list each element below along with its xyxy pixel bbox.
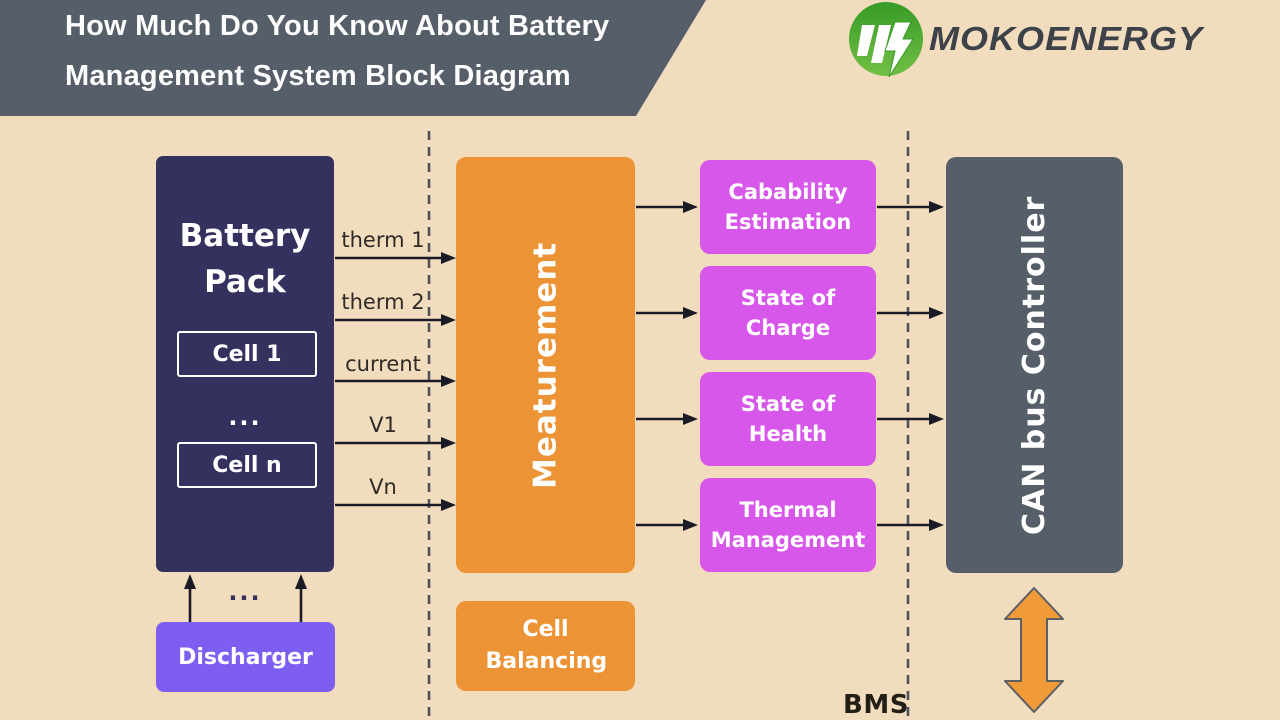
cell-1-box: Cell 1 — [177, 331, 317, 377]
logo-wordmark: MOKOENERGY — [929, 20, 1203, 59]
lightning-m-icon — [849, 2, 923, 78]
state-of-charge-block: State of Charge — [700, 266, 876, 360]
measurement-label: Meaturement — [527, 241, 564, 489]
page-title-line1: How Much Do You Know About Battery — [65, 10, 610, 42]
thermal-management-label: Thermal Management — [710, 498, 866, 552]
moko-energy-logo: MOKOENERGY — [849, 1, 1209, 78]
capability-estimation-block: Cabability Estimation — [700, 160, 876, 254]
logo-word-energy: ENERGY — [1045, 19, 1204, 58]
discharger-ellipsis: ... — [228, 578, 262, 606]
battery-pack-title: Battery Pack — [179, 218, 311, 300]
signal-label-v1: V1 — [369, 413, 397, 437]
can-bus-controller-block: CAN bus Controller — [946, 157, 1123, 573]
signal-label-therm1: therm 1 — [341, 228, 425, 252]
cell-balancing-block: Cell Balancing — [456, 601, 635, 691]
battery-cells-ellipsis: ... — [228, 403, 262, 431]
measurement-block: Meaturement — [456, 157, 635, 573]
discharger-block: Discharger — [156, 622, 335, 692]
page-title-line2: Management System Block Diagram — [65, 60, 571, 92]
state-of-health-label: State of Health — [740, 392, 836, 446]
signal-label-current: current — [345, 352, 421, 376]
thermal-management-block: Thermal Management — [700, 478, 876, 572]
state-of-charge-label: State of Charge — [740, 286, 836, 340]
state-of-health-block: State of Health — [700, 372, 876, 466]
bms-label: BMS — [843, 690, 909, 720]
header-banner — [0, 0, 706, 116]
page-title: How Much Do You Know About Battery Manag… — [65, 0, 609, 101]
signal-label-therm2: therm 2 — [341, 290, 425, 314]
discharger-label: Discharger — [178, 644, 313, 670]
can-bus-double-arrow — [1004, 587, 1064, 713]
logo-word-moko: MOKO — [929, 19, 1045, 58]
capability-estimation-label: Cabability Estimation — [724, 180, 852, 234]
signal-label-vn: Vn — [369, 475, 397, 499]
can-bus-controller-label: CAN bus Controller — [1017, 195, 1052, 535]
battery-pack-block: Battery Pack Cell 1 ... Cell n — [156, 156, 334, 572]
cell-n-box: Cell n — [177, 442, 317, 488]
cell-balancing-label: Cell Balancing — [485, 617, 608, 674]
output-to-canbus-arrows — [877, 201, 944, 531]
measurement-to-output-arrows — [636, 201, 698, 531]
